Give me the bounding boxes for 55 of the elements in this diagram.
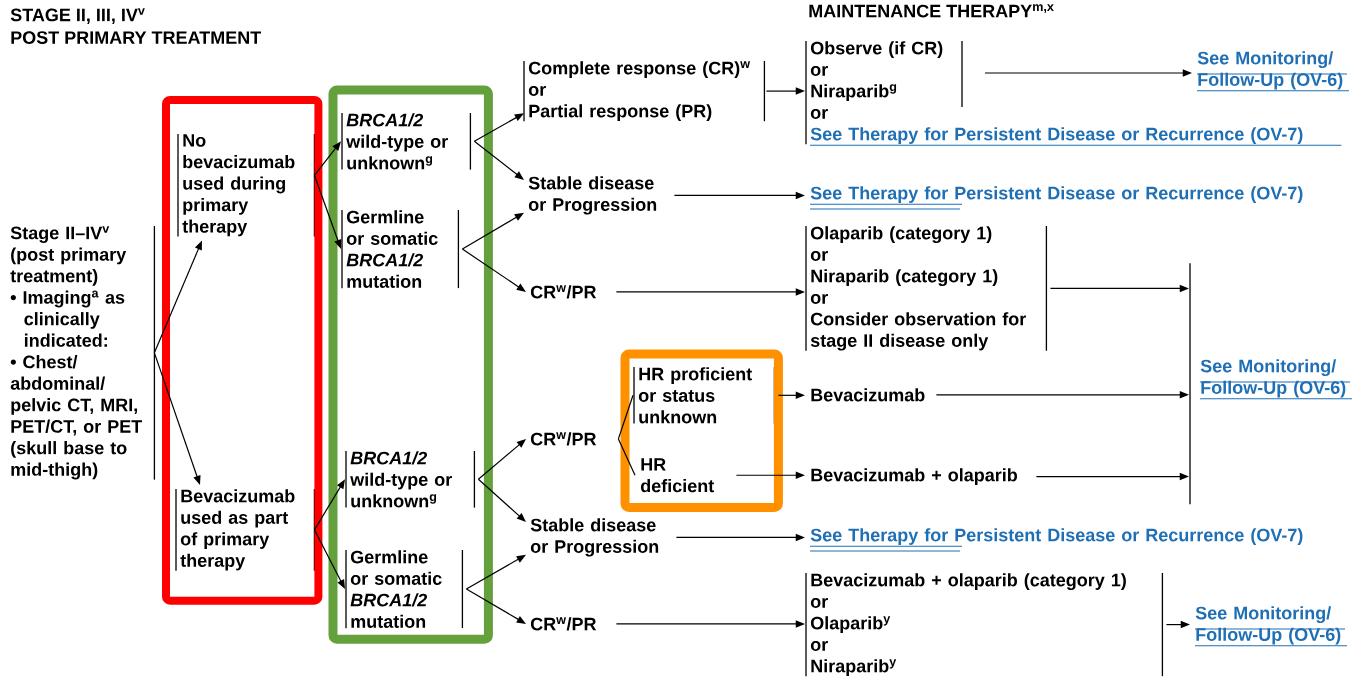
arrow xyxy=(461,248,526,292)
arrow xyxy=(313,174,342,250)
arrow xyxy=(313,479,345,531)
arrow xyxy=(935,391,1189,399)
page-link: See Monitoring/ Follow-Up (OV-6) xyxy=(1189,262,1353,505)
arrow xyxy=(313,529,345,590)
option-text: Germline or somatic BRCA1/2 mutation xyxy=(345,549,464,629)
option-text: BRCA1/2 wild-type or unknown$^{g}$ xyxy=(345,450,476,509)
option-text: HR proficient or status unknown xyxy=(633,366,776,425)
highlight-frame xyxy=(328,85,493,644)
heading: POST PRIMARY TREATMENT xyxy=(11,31,261,44)
arrow xyxy=(673,191,805,200)
arrow xyxy=(465,554,526,590)
arrow xyxy=(153,352,201,485)
outcome-text: CR$^{w}$/PR xyxy=(530,285,597,299)
option-text: No bevacizumab used during primary therapy xyxy=(177,133,316,238)
arrow xyxy=(461,212,524,250)
heading: MAINTENANCE THERAPY$^{m,x}$ xyxy=(809,4,1054,18)
arrow xyxy=(735,471,805,479)
highlight-frame xyxy=(162,96,323,605)
outcome-text: CR$^{w}$/PR xyxy=(530,617,597,631)
arrow xyxy=(477,438,526,480)
arrow xyxy=(477,478,526,522)
arrow xyxy=(777,391,805,400)
arrow xyxy=(153,240,202,354)
option-text: BRCA1/2 wild-type or unknown$^{g}$ xyxy=(341,112,472,171)
outcome-text: Stable disease or Progression xyxy=(530,518,659,557)
therapy-text: Bevacizumab xyxy=(811,388,925,402)
highlight-frame xyxy=(620,349,783,512)
page-link: See Monitoring/ Follow-Up (OV-6) xyxy=(1194,606,1348,647)
arrow xyxy=(675,533,805,542)
option-text: Bevacizumab + olaparib (category 1) or Olaparib$^{y}$ or Niraparib$^{y}$ xyxy=(805,572,1164,677)
stage-text: Stage II–IV$^{v}$ (post primary treatment) • Imaging$^{a}$ as clinically indicated: • Chest/ abdominal/ pelvic CT, MRI, PET/CT, or PET (skull base to mid-thigh) xyxy=(10,225,156,481)
arrow xyxy=(1165,620,1190,629)
outcome-text: Stable disease or Progression xyxy=(528,176,657,215)
heading: STAGE II, III, IV$^{v}$ xyxy=(10,8,145,24)
arrow xyxy=(465,588,526,624)
arrow xyxy=(313,141,341,176)
page-link: See Therapy for Persistent Disease or Recurrence (OV-7) xyxy=(809,186,1303,210)
arrow xyxy=(1035,472,1189,481)
outcome-text: CR$^{w}$/PR xyxy=(530,432,597,446)
arrow xyxy=(473,140,524,180)
option-text: Bevacizumab used as part of primary therapy xyxy=(175,488,316,572)
arrow xyxy=(984,69,1192,77)
therapy-text: Bevacizumab + olaparib xyxy=(811,468,1017,485)
arrow xyxy=(615,620,805,628)
option-text: Olaparib (category 1) or Niraparib (category 1) or Consider observation for stage II disease only xyxy=(805,225,1048,352)
option-text: HR deficient xyxy=(640,458,714,493)
arrow xyxy=(473,113,524,142)
option-text: Complete response (CR)$^{w}$ or Partial response (PR) xyxy=(523,60,766,122)
arrow xyxy=(615,288,805,296)
option-text: Germline or somatic BRCA1/2 mutation xyxy=(341,209,460,289)
arrow xyxy=(765,87,805,95)
page-link: See Therapy for Persistent Disease or Recurrence (OV-7) xyxy=(809,528,1303,552)
arrow xyxy=(1049,284,1189,293)
